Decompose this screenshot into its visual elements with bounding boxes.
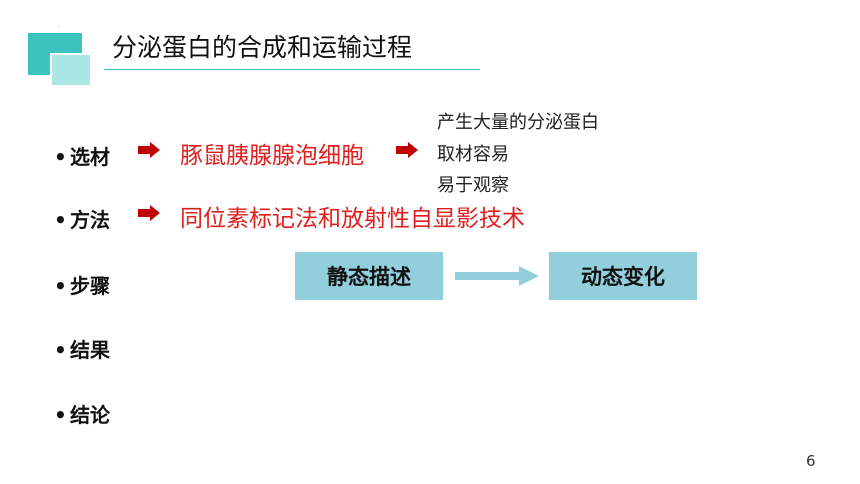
method-value: 同位素标记法和放射性自显影技术 — [180, 206, 525, 232]
bullet-label: 结果 — [70, 338, 110, 362]
bullet-item-results: •结果 — [54, 334, 110, 363]
page-title: 分泌蛋白的合成和运输过程 — [112, 33, 413, 62]
bullet-label: 选材 — [70, 145, 110, 169]
logo-front — [50, 53, 92, 87]
bullet-dot-icon: • — [54, 338, 67, 362]
bullet-item-steps: •步骤 — [54, 270, 110, 299]
title-underline — [104, 69, 480, 70]
bullet-label: 结论 — [70, 403, 110, 427]
flow-arrow-icon — [455, 266, 539, 286]
right-arrow-icon — [138, 205, 160, 221]
bullet-dot-icon: • — [54, 208, 67, 232]
bullet-item-method: •方法 — [54, 204, 110, 233]
bullet-label: 方法 — [70, 208, 110, 232]
dynamic-change-box: 动态变化 — [549, 252, 697, 300]
static-description-box: 静态描述 — [295, 252, 443, 300]
bullet-item-material: •选材 — [54, 141, 110, 170]
right-arrow-icon — [396, 142, 418, 158]
bullet-dot-icon: • — [54, 274, 67, 298]
material-reason: 易于观察 — [437, 175, 509, 196]
page-number: 6 — [806, 452, 816, 470]
bullet-dot-icon: • — [54, 145, 67, 169]
material-reason: 取材容易 — [437, 144, 509, 165]
bullet-label: 步骤 — [70, 274, 110, 298]
material-value: 豚鼠胰腺腺泡细胞 — [180, 143, 364, 169]
bullet-item-conclusion: •结论 — [54, 399, 110, 428]
bullet-dot-icon: • — [54, 403, 67, 427]
material-reason: 产生大量的分泌蛋白 — [437, 112, 599, 133]
logo-mark: . — [58, 22, 60, 29]
right-arrow-icon — [138, 142, 160, 158]
